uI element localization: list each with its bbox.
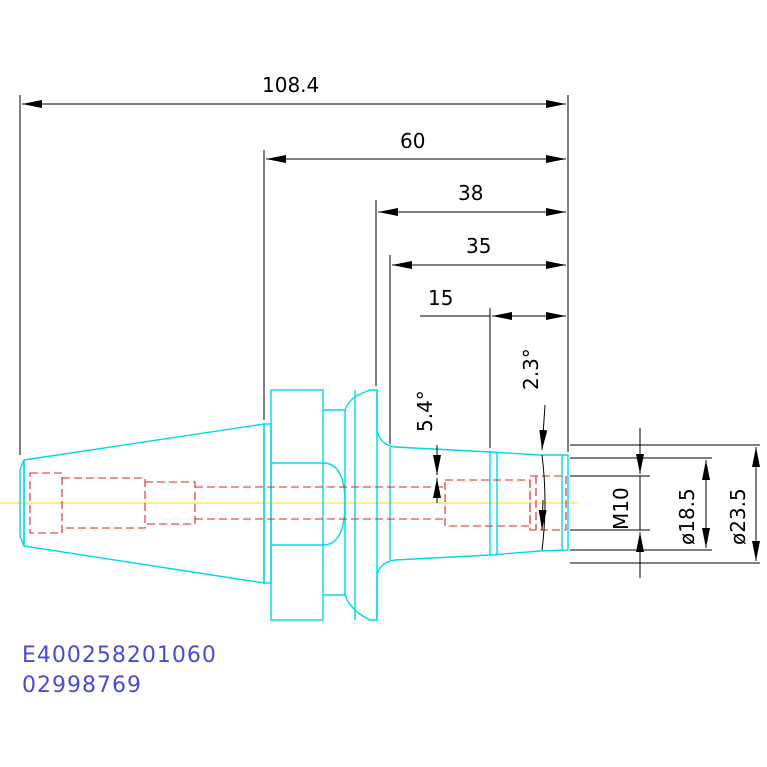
part-code-primary: E400258201060 bbox=[22, 643, 217, 668]
dimension-lines bbox=[22, 100, 760, 578]
dim-length-38: 38 bbox=[458, 181, 483, 205]
dim-length-15: 15 bbox=[428, 286, 453, 310]
hidden-bore bbox=[29, 472, 567, 534]
holder-outline bbox=[19, 389, 569, 621]
dim-angle-5-4: 5.4° bbox=[413, 390, 437, 432]
dim-angle-2-3: 2.3° bbox=[519, 348, 543, 390]
dim-length-35: 35 bbox=[466, 234, 491, 258]
part-code-secondary: 02998769 bbox=[22, 673, 142, 698]
dim-dia-18-5: ø18.5 bbox=[675, 488, 699, 545]
dim-overall-length: 108.4 bbox=[262, 73, 319, 97]
dim-thread: M10 bbox=[609, 487, 633, 530]
extension-lines bbox=[19, 95, 760, 564]
dim-dia-23-5: ø23.5 bbox=[726, 488, 750, 545]
dim-length-60: 60 bbox=[400, 129, 425, 153]
